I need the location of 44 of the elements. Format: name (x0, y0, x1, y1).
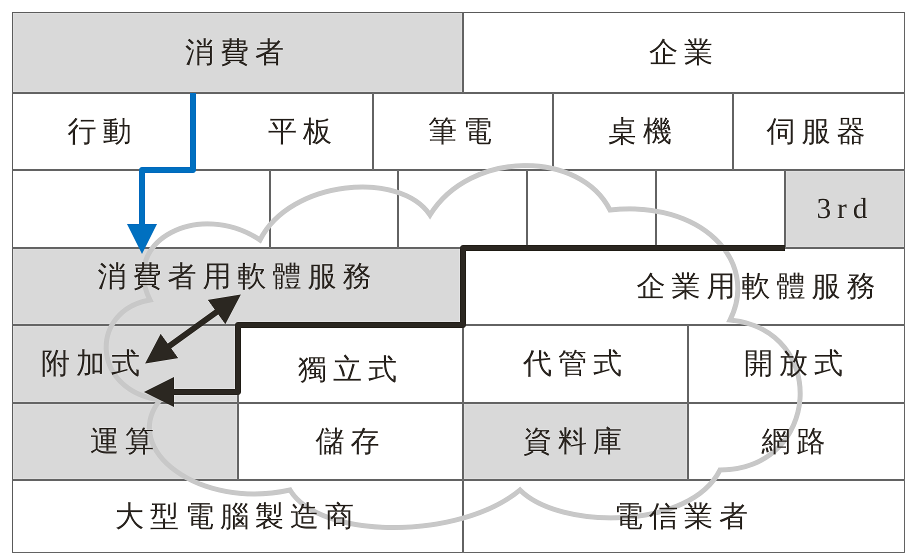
cell-label: 消費者用軟體服務 (98, 260, 378, 295)
cell-label: 企業 (649, 36, 719, 70)
table-cell (463, 325, 688, 403)
cell-label: 桌機 (608, 114, 678, 150)
cell-label: 伺服器 (766, 114, 872, 150)
cell-label: 代管式 (523, 347, 628, 382)
cell-label: 資料庫 (523, 424, 628, 460)
cell-label: 電信業者 (614, 500, 754, 534)
table-cell (553, 93, 733, 170)
table-cell (463, 248, 905, 325)
table-cell (463, 480, 905, 553)
arrow (127, 93, 196, 254)
cell-label: 大型電腦製造商 (115, 500, 360, 534)
table-cell (193, 93, 373, 170)
table-cell (688, 403, 905, 480)
arrow (144, 245, 785, 407)
arrow (145, 294, 241, 364)
cell-label: 筆電 (428, 114, 498, 150)
cell-label: 行動 (68, 114, 138, 150)
cell-label: 獨立式 (298, 353, 403, 388)
table-cell (688, 325, 905, 403)
table-cell (733, 93, 905, 170)
cell-label: 開放式 (744, 347, 849, 382)
table-cell (463, 12, 905, 93)
cell-label: 儲存 (316, 424, 386, 460)
table-cell (12, 12, 463, 93)
cell-label: 附加式 (41, 347, 146, 382)
cell-label: 3rd (816, 192, 874, 226)
cell-label: 平板 (268, 114, 338, 150)
cell-label: 消費者 (185, 36, 290, 70)
table-cell (238, 403, 463, 480)
table-cell (12, 480, 463, 553)
table-cell (12, 248, 463, 325)
table-cell (373, 93, 553, 170)
cell-label: 企業用軟體服務 (636, 270, 882, 304)
cell-label: 運算 (90, 424, 160, 460)
table-cell (12, 403, 238, 480)
table-cell (527, 170, 656, 248)
table-cell (238, 325, 463, 403)
table-cell (12, 93, 193, 170)
cell-label: 網路 (762, 424, 832, 460)
table-cell (785, 170, 905, 248)
table-cell (270, 170, 398, 248)
table-cell (463, 403, 688, 480)
